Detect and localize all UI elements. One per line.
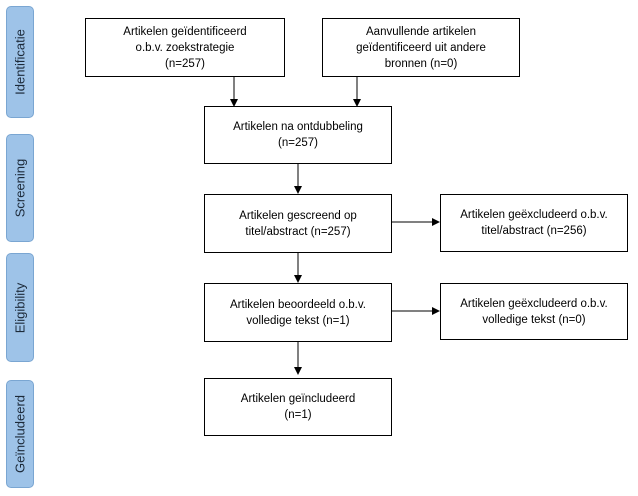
box-excluded-fulltext: Artikelen geëxcludeerd o.b.v. volledige … bbox=[440, 283, 628, 340]
box-included: Artikelen geïncludeerd (n=1) bbox=[204, 378, 392, 436]
box-excluded-title: Artikelen geëxcludeerd o.b.v. titel/abst… bbox=[440, 194, 628, 252]
phase-screening-label: Screening bbox=[12, 158, 28, 218]
phase-eligibility: Eligibility bbox=[6, 253, 34, 362]
phase-geincludeerd-label: Geïncludeerd bbox=[12, 394, 28, 474]
phase-screening: Screening bbox=[6, 134, 34, 242]
box-assessed: Artikelen beoordeeld o.b.v. volledige te… bbox=[204, 283, 392, 342]
box-excluded-title-text: Artikelen geëxcludeerd o.b.v. titel/abst… bbox=[460, 209, 608, 237]
box-identified-other: Aanvullende artikelen geïdentificeerd ui… bbox=[322, 18, 520, 77]
phase-geincludeerd: Geïncludeerd bbox=[6, 380, 34, 488]
box-excluded-fulltext-text: Artikelen geëxcludeerd o.b.v. volledige … bbox=[460, 297, 608, 326]
box-identified-search-text: Artikelen geïdentificeerd o.b.v. zoekstr… bbox=[123, 25, 247, 70]
box-identified-search: Artikelen geïdentificeerd o.b.v. zoekstr… bbox=[85, 18, 285, 77]
box-after-dedup: Artikelen na ontdubbeling (n=257) bbox=[204, 106, 392, 164]
box-assessed-text: Artikelen beoordeeld o.b.v. volledige te… bbox=[230, 298, 366, 327]
phase-identificatie: Identificatie bbox=[6, 6, 34, 118]
phase-eligibility-label: Eligibility bbox=[12, 282, 28, 333]
box-screened: Artikelen gescreend op titel/abstract (n… bbox=[204, 194, 392, 253]
box-included-text: Artikelen geïncludeerd (n=1) bbox=[240, 393, 356, 421]
box-screened-text: Artikelen gescreend op titel/abstract (n… bbox=[239, 209, 357, 238]
box-identified-other-text: Aanvullende artikelen geïdentificeerd ui… bbox=[356, 25, 486, 70]
phase-identificatie-label: Identificatie bbox=[12, 29, 28, 95]
box-after-dedup-text: Artikelen na ontdubbeling (n=257) bbox=[233, 121, 363, 149]
